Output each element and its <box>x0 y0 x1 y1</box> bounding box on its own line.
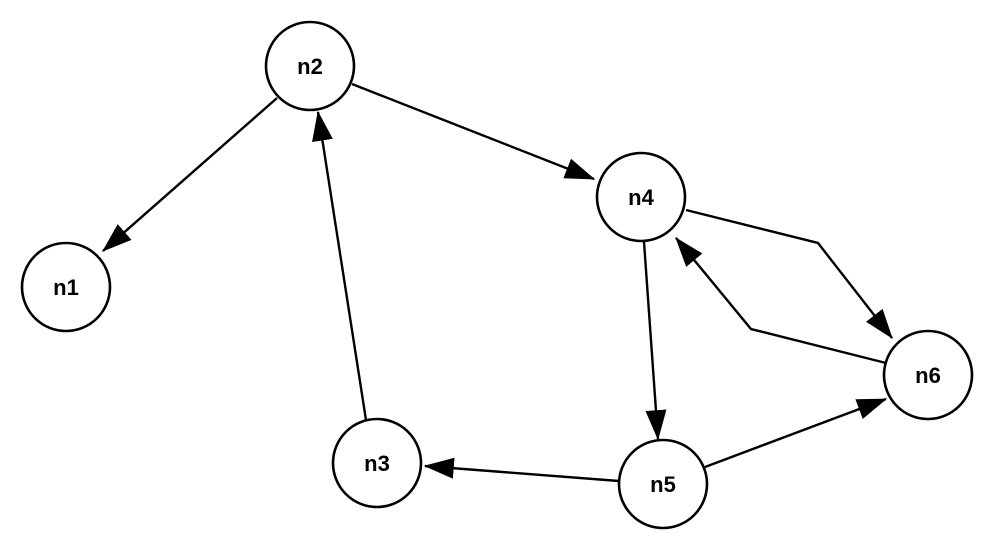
edge-n4-n5 <box>642 241 667 441</box>
node-label-n3: n3 <box>364 451 390 476</box>
node-circle-n3 <box>331 417 423 509</box>
node-label-n5: n5 <box>650 472 676 497</box>
edge-n2-n4 <box>351 82 596 181</box>
edge-n6-n4 <box>675 237 887 365</box>
node-label-n4: n4 <box>628 185 654 210</box>
node-circle-n2 <box>264 20 356 112</box>
edge-n2-n1 <box>102 97 278 252</box>
node-n3: n3 <box>331 417 423 509</box>
node-n6: n6 <box>882 329 974 421</box>
edge-n5-n6 <box>704 397 888 469</box>
node-circle-n4 <box>595 151 687 243</box>
node-label-n6: n6 <box>915 363 941 388</box>
node-n4: n4 <box>595 151 687 243</box>
edges-layer <box>102 82 893 483</box>
node-circle-n6 <box>882 329 974 421</box>
node-label-n2: n2 <box>297 54 323 79</box>
node-n1: n1 <box>20 241 112 333</box>
edge-n4-n6 <box>685 208 893 339</box>
nodes-layer: n1 n2 n3 n4 n5 n6 <box>20 20 974 530</box>
node-label-n1: n1 <box>53 275 79 300</box>
node-n2: n2 <box>264 20 356 112</box>
node-circle-n1 <box>20 241 112 333</box>
node-circle-n5 <box>617 438 709 530</box>
node-n5: n5 <box>617 438 709 530</box>
edge-n3-n2 <box>312 110 368 421</box>
edge-n5-n3 <box>423 457 620 483</box>
